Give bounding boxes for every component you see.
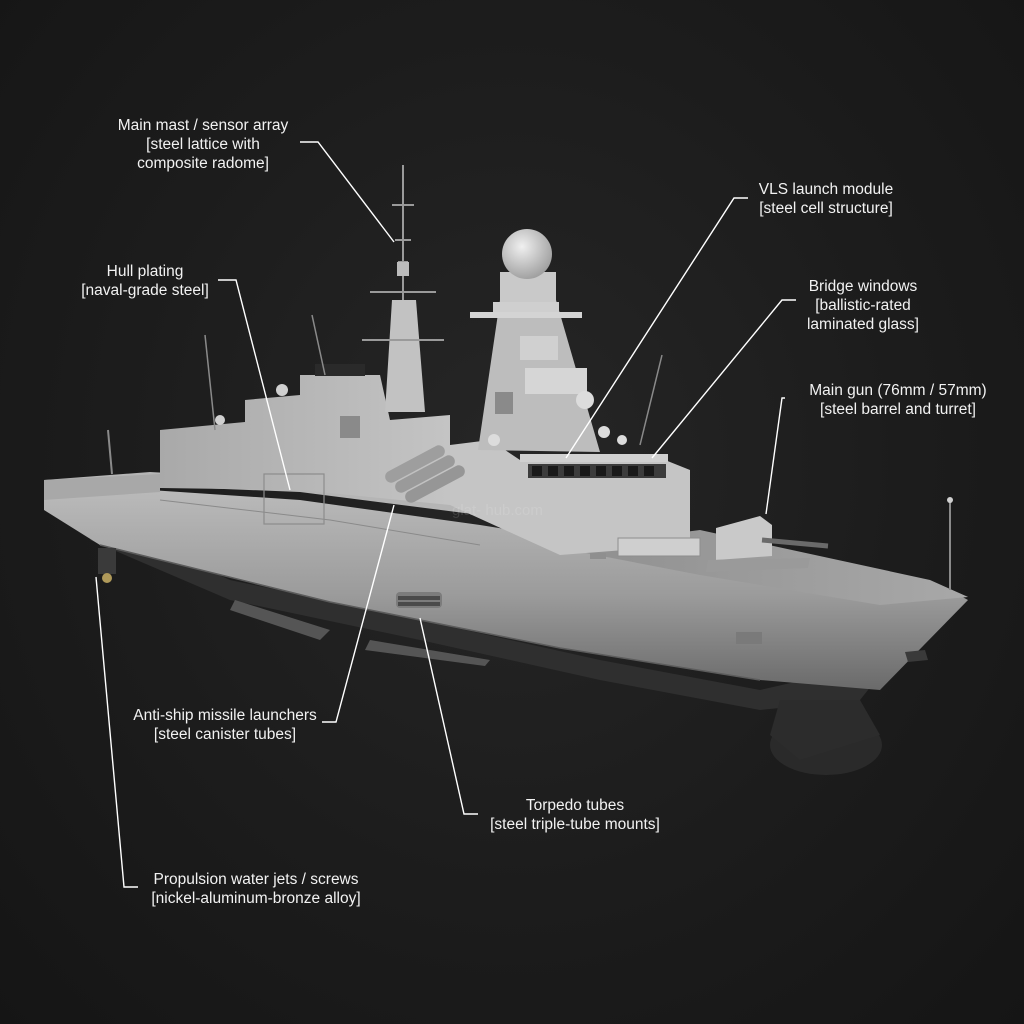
callout-material: [ballistic-rated bbox=[815, 297, 911, 314]
ship bbox=[44, 165, 968, 775]
leader-hull bbox=[218, 279, 291, 491]
lower-hull bbox=[90, 520, 900, 710]
bridge-windows bbox=[528, 464, 666, 478]
leader-bridge bbox=[651, 299, 796, 459]
leader-vls bbox=[565, 197, 748, 459]
callout-title: Torpedo tubes bbox=[525, 797, 625, 814]
callout-propulsion: Propulsion water jets / screws [nickel-a… bbox=[132, 870, 380, 908]
callout-title: Anti-ship missile launchers bbox=[133, 707, 317, 724]
callout-material: laminated glass] bbox=[806, 316, 919, 333]
callout-title: Bridge windows bbox=[808, 278, 918, 295]
main-mast bbox=[362, 165, 444, 341]
callout-material: [steel lattice with bbox=[146, 136, 260, 153]
callout-bridge-windows: Bridge windows [ballistic-rated laminate… bbox=[790, 277, 936, 334]
hangar-block bbox=[160, 375, 450, 505]
callout-vls-module: VLS launch module [steel cell structure] bbox=[740, 180, 912, 218]
callout-material: [steel barrel and turret] bbox=[820, 401, 976, 418]
leader-torpedo bbox=[419, 617, 478, 815]
callout-title: Main mast / sensor array bbox=[117, 117, 289, 134]
callout-hull-plating: Hull plating [naval-grade steel] bbox=[70, 262, 220, 300]
leader-antiship bbox=[322, 504, 395, 723]
callout-title: Main gun (76mm / 57mm) bbox=[809, 382, 987, 399]
callout-material: [steel cell structure] bbox=[759, 200, 893, 217]
mast-tower bbox=[385, 300, 425, 412]
vls-module bbox=[617, 537, 701, 557]
radome bbox=[502, 229, 552, 279]
callout-material: composite radome] bbox=[137, 155, 269, 172]
callout-material: [steel triple-tube mounts] bbox=[490, 816, 660, 833]
leader-lines bbox=[95, 141, 796, 888]
watermark: glat- hub.com bbox=[452, 502, 543, 519]
main-gun bbox=[706, 516, 829, 572]
callout-material: [steel canister tubes] bbox=[153, 726, 297, 743]
leader-mast bbox=[300, 141, 395, 243]
callout-torpedo-tubes: Torpedo tubes [steel triple-tube mounts] bbox=[470, 796, 680, 834]
callout-main-mast: Main mast / sensor array [steel lattice … bbox=[96, 116, 310, 173]
callout-title: VLS launch module bbox=[758, 181, 894, 198]
callout-title: Propulsion water jets / screws bbox=[153, 871, 359, 888]
missile-canisters bbox=[385, 445, 465, 503]
leader-propulsion bbox=[95, 576, 138, 888]
callout-main-gun: Main gun (76mm / 57mm) [steel barrel and… bbox=[796, 381, 1000, 419]
helicopter-deck bbox=[44, 474, 160, 500]
leader-gun bbox=[765, 397, 785, 515]
callout-title: Hull plating bbox=[106, 263, 184, 280]
callout-material: [nickel-aluminum-bronze alloy] bbox=[151, 890, 361, 907]
callout-material: [naval-grade steel] bbox=[81, 282, 209, 299]
callout-anti-ship-missiles: Anti-ship missile launchers [steel canis… bbox=[118, 706, 332, 744]
